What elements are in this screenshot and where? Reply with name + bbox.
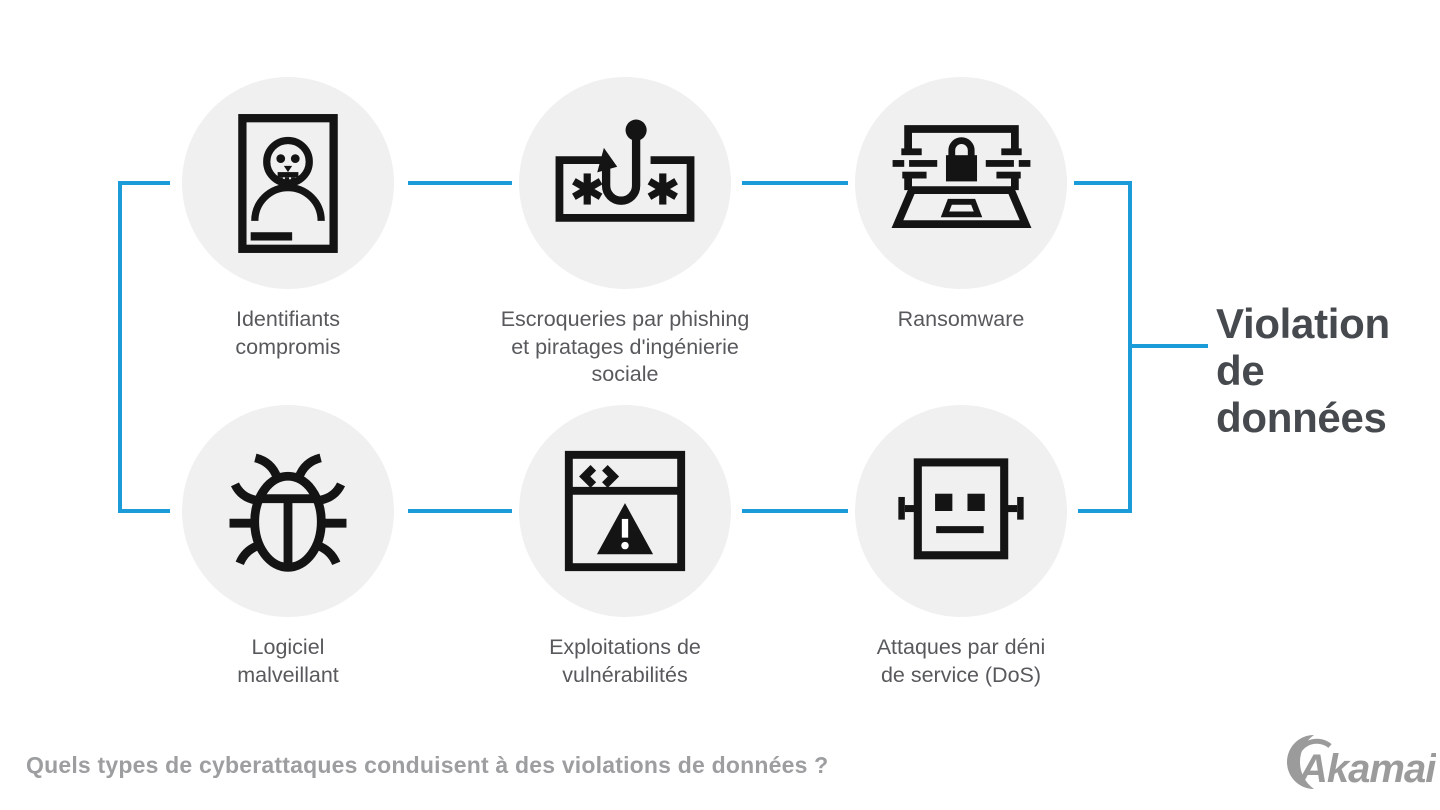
akamai-wordmark: Akamai: [1298, 747, 1436, 791]
node-label-malware: Logiciel malveillant: [138, 634, 438, 689]
browser-warning-icon: [564, 450, 686, 572]
label-line: compromis: [235, 334, 341, 359]
node-label-compromised-credentials: Identifiants compromis: [138, 306, 438, 361]
node-circle-malware: [182, 405, 394, 617]
id-card-skull-icon: [238, 113, 338, 253]
label-line: Attaques par déni: [876, 635, 1046, 659]
label-line: sociale: [591, 362, 659, 386]
connector-row2-c6-bracket: [1078, 509, 1132, 513]
result-title-line1: Violation: [1216, 300, 1390, 347]
label-line: et piratages d'ingénierie: [511, 334, 739, 359]
logo-inner-arc: [1294, 738, 1332, 757]
label-line: de service (DoS): [880, 662, 1042, 687]
label-line: Escroqueries par phishing: [500, 307, 750, 331]
result-title: Violation de données: [1216, 300, 1440, 441]
left-bracket-bottom: [118, 509, 170, 513]
node-circle-dos-attacks: [855, 405, 1067, 617]
connector-row1-c3-bracket: [1074, 181, 1132, 185]
akamai-logo-graphic: Akamai: [1286, 735, 1436, 791]
robot-icon: [898, 458, 1024, 560]
akamai-logo: Akamai: [1272, 731, 1436, 795]
result-title-line2: de données: [1216, 347, 1387, 441]
node-circle-phishing: [519, 77, 731, 289]
connector-row1-c2-c3: [742, 181, 848, 185]
fish-hook-password-icon: [555, 119, 695, 222]
label-line: malveillant: [237, 662, 339, 687]
connector-row2-c5-c6: [742, 509, 848, 513]
left-bracket-top: [118, 181, 170, 185]
node-circle-compromised-credentials: [182, 77, 394, 289]
left-bracket-vertical: [118, 181, 122, 513]
logo-crescent-swoosh: [1286, 735, 1314, 789]
node-label-ransomware: Ransomware: [811, 306, 1111, 334]
bug-icon: [229, 453, 347, 572]
node-circle-ransomware: [855, 77, 1067, 289]
node-label-phishing: Escroqueries par phishing et piratages d…: [475, 306, 775, 389]
label-line: vulnérabilités: [562, 662, 688, 687]
ransomware-laptop-icon: [891, 125, 1031, 228]
right-bracket-stub: [1128, 344, 1208, 348]
label-line: Ransomware: [897, 307, 1025, 331]
connector-row2-c4-c5: [408, 509, 512, 513]
node-label-vulnerability-exploits: Exploitations de vulnérabilités: [475, 634, 775, 689]
caption-question: Quels types de cyberattaques conduisent …: [26, 752, 829, 778]
connector-row1-c1-c2: [408, 181, 512, 185]
label-line: Identifiants: [236, 307, 340, 331]
node-label-dos-attacks: Attaques par déni de service (DoS): [811, 634, 1111, 689]
node-circle-vulnerability-exploits: [519, 405, 731, 617]
label-line: Exploitations de: [549, 635, 701, 659]
label-line: Logiciel: [251, 635, 325, 659]
